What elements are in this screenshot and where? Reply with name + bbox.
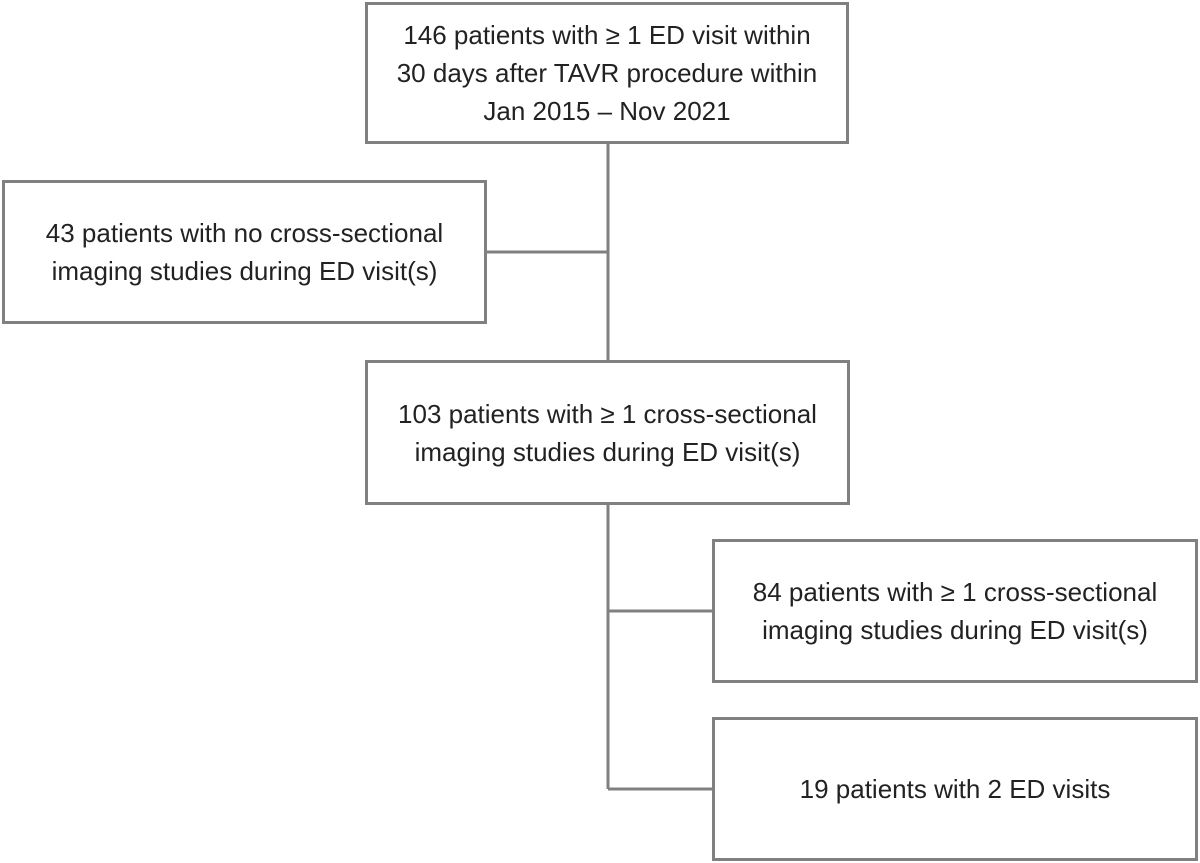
box-subgroup-imaging: 84 patients with ≥ 1 cross-sectional ima…	[712, 539, 1198, 683]
box-total-patients: 146 patients with ≥ 1 ED visit within 30…	[365, 2, 849, 144]
box-no-imaging: 43 patients with no cross-sectional imag…	[2, 180, 487, 324]
box-two-ed-visits: 19 patients with 2 ED visits	[712, 717, 1198, 861]
box-with-imaging: 103 patients with ≥ 1 cross-sectional im…	[365, 360, 850, 505]
